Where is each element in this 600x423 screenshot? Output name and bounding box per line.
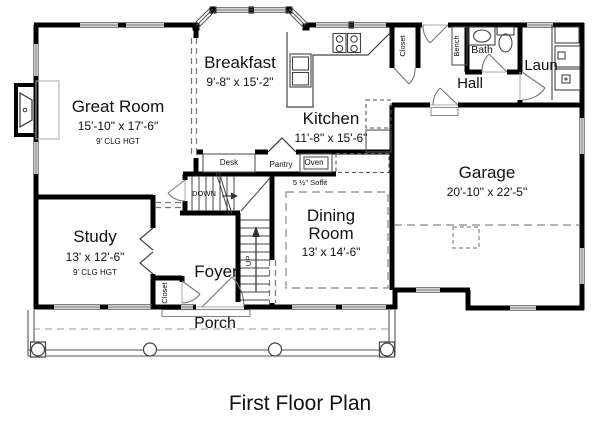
oven-label: Oven <box>304 158 323 167</box>
laundry-label: Laun <box>524 57 557 74</box>
laundry-appliances <box>551 25 581 100</box>
door-thresholds <box>181 24 521 308</box>
hall-closet-label: Closet <box>398 34 407 56</box>
foyer-label: Foyer <box>194 262 238 281</box>
garage-dims: 20'-10" x 22'-5" <box>447 185 527 199</box>
dining-room-label-line2: Room <box>308 224 353 243</box>
washer-icon <box>554 45 581 68</box>
door-swings <box>167 24 546 308</box>
porch-columns-icon <box>29 341 396 358</box>
stairs-down-label: DOWN <box>192 189 216 198</box>
bath-label: Bath <box>471 44 493 56</box>
study-label: Study <box>73 227 117 246</box>
kitchen-sink-icon <box>289 53 312 88</box>
plan-title: First Floor Plan <box>229 392 371 415</box>
kitchen-label: Kitchen <box>303 109 360 128</box>
kitchen-counter-icon <box>286 32 391 108</box>
dining-room-dims: 13' x 14'-6" <box>302 245 361 259</box>
great-room-dims: 15'-10" x 17'-6" <box>78 119 158 133</box>
garage-details <box>394 224 580 249</box>
dining-soffit-outline <box>285 191 389 289</box>
desk-label: Desk <box>220 158 239 167</box>
windows <box>33 6 585 311</box>
stairs-up-label: UP <box>244 256 253 266</box>
cooktop-icon <box>332 32 362 54</box>
bath-sink-icon <box>468 26 496 46</box>
great-room-ceiling: 9' CLG HGT <box>96 137 140 146</box>
garage-label: Garage <box>459 163 516 182</box>
toilet-icon <box>496 26 515 53</box>
breakfast-dims: 9'-8" x 15'-2" <box>206 75 273 89</box>
great-room-label: Great Room <box>72 97 165 116</box>
porch-label: Porch <box>194 315 236 332</box>
cabinet-band <box>202 137 390 174</box>
dryer-icon <box>554 68 581 91</box>
refrigerator-icon <box>365 99 392 153</box>
porch-structure <box>27 308 396 357</box>
study-dims: 13' x 12'-6" <box>66 250 125 264</box>
dining-room-label-line1: Dining <box>307 206 355 225</box>
bench-icon <box>451 26 468 66</box>
french-doors-icon <box>139 227 154 275</box>
hall-label: Hall <box>457 75 483 92</box>
breakfast-label: Breakfast <box>204 53 276 72</box>
staircase <box>191 171 271 301</box>
foyer-closet-label: Closet <box>160 281 169 303</box>
pantry-label: Pantry <box>269 160 292 169</box>
cased-openings <box>155 38 277 303</box>
kitchen-dims: 11'-8" x 15'-6" <box>295 131 368 145</box>
fireplace-icon <box>14 80 60 140</box>
interior-walls <box>36 23 582 309</box>
garage-step <box>430 107 459 116</box>
stair-direction-arrows <box>222 192 260 292</box>
soffit-label: 5 ½" Soffit <box>293 178 328 187</box>
bench-label: Bench <box>452 35 461 56</box>
study-ceiling: 9' CLG HGT <box>73 268 117 277</box>
